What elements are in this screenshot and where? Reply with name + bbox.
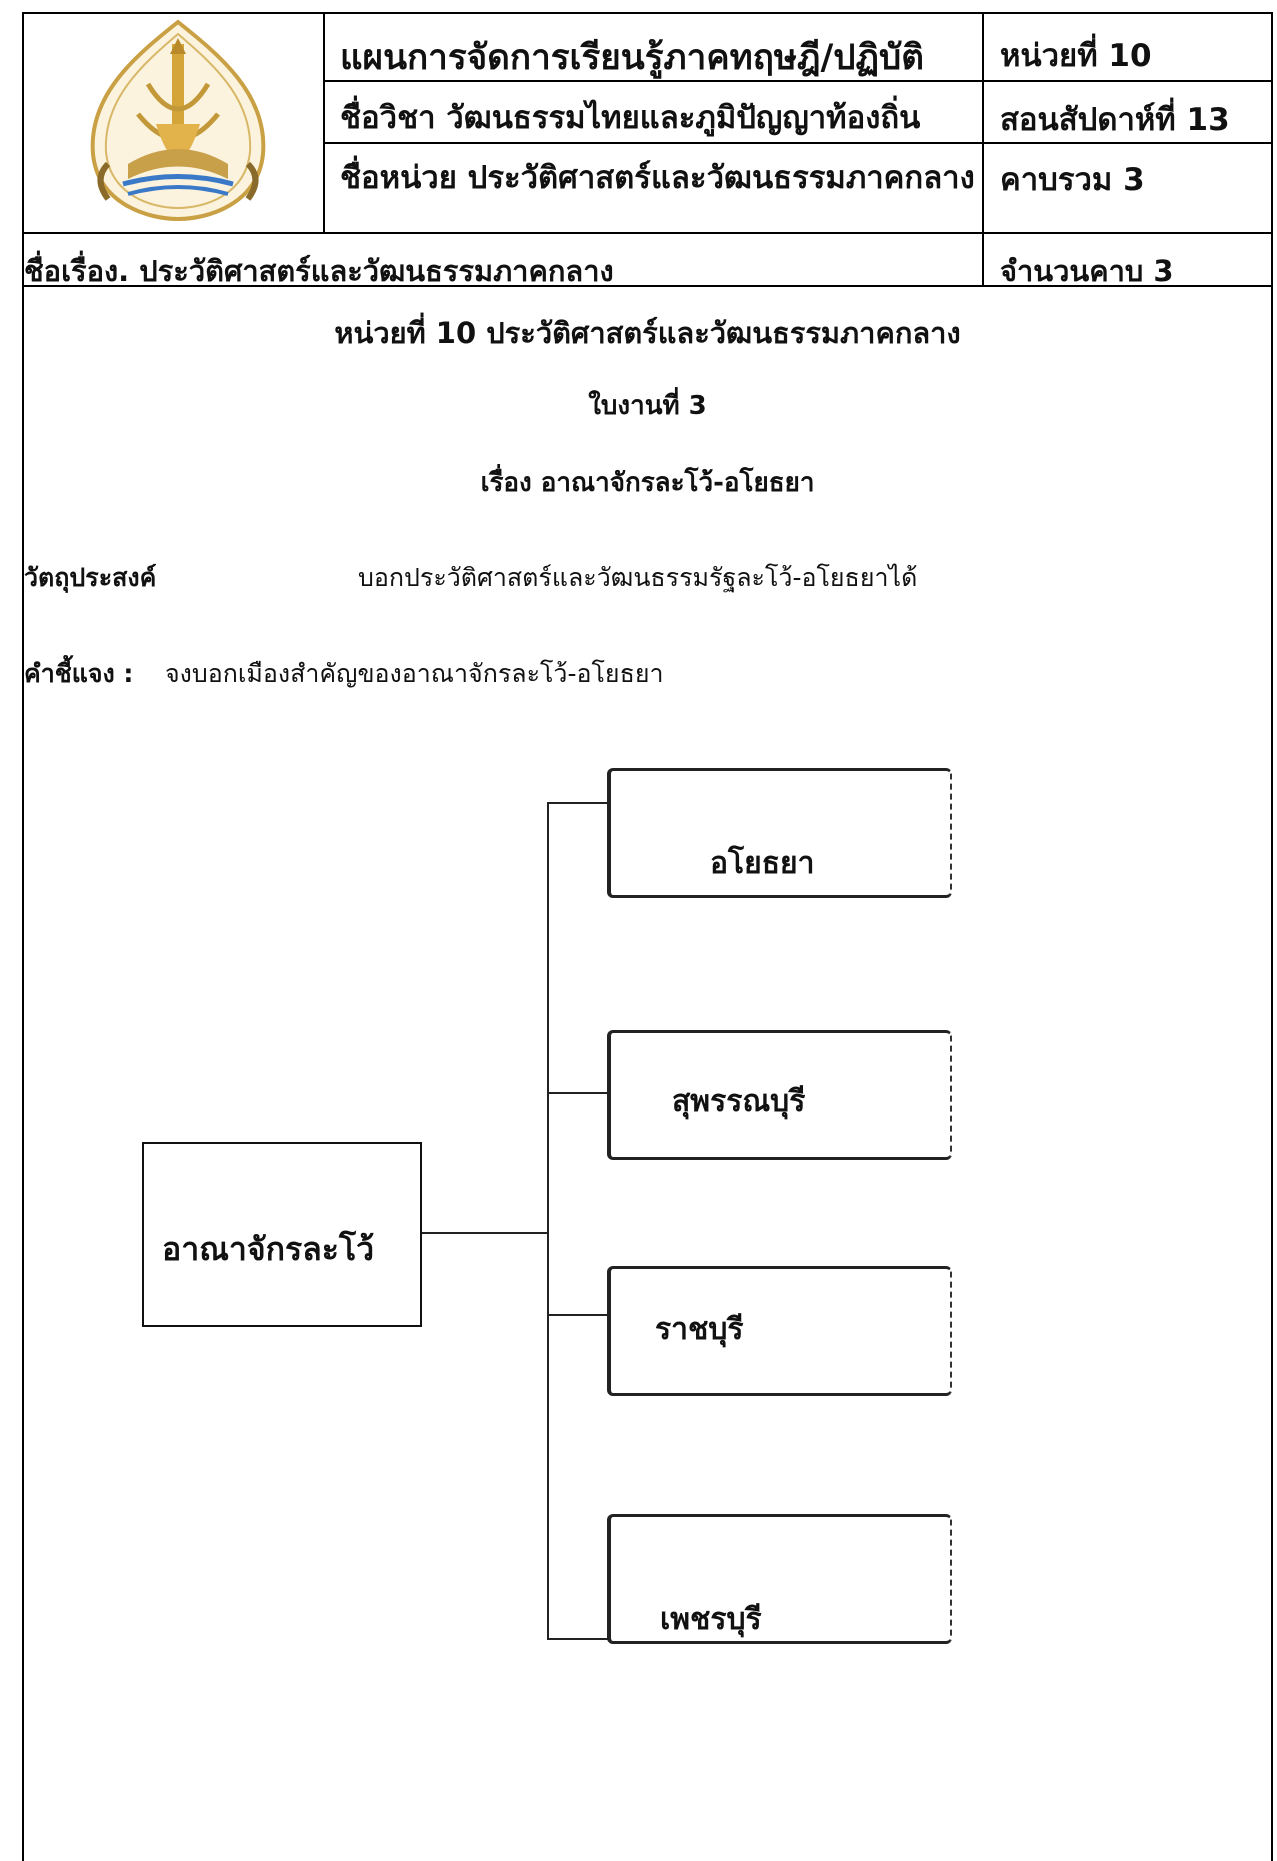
branch-node-4 — [607, 1514, 952, 1644]
unit-name: ชื่อหน่วย ประวัติศาสตร์และวัฒนธรรมภาคกลา… — [340, 160, 975, 196]
branch-connector-2 — [547, 1092, 609, 1094]
unit-number: หน่วยที่ 10 — [1000, 38, 1152, 74]
topic-title: ชื่อเรื่อง. ประวัติศาสตร์และวัฒนธรรมภาคก… — [24, 254, 614, 288]
logo-divider — [323, 12, 325, 233]
objective-label: วัตถุประสงค์ — [24, 563, 157, 592]
branch-node-2-label: สุพรรณบุรี — [672, 1084, 806, 1119]
teaching-week: สอนสัปดาห์ที่ 13 — [1000, 102, 1230, 138]
branch-node-4-label: เพชรบุรี — [660, 1602, 762, 1637]
branch-node-2 — [607, 1030, 952, 1160]
row-divider-2 — [323, 142, 1273, 144]
instruction-label: คำชี้แจง : — [24, 659, 134, 688]
root-connector — [420, 1232, 548, 1234]
period-count: จำนวนคาบ 3 — [1000, 254, 1174, 288]
topic-divider — [22, 285, 1273, 287]
branch-connector-4 — [547, 1638, 609, 1640]
trunk-connector — [547, 802, 549, 1640]
branch-node-1-label: อโยธยา — [710, 846, 815, 881]
branch-node-1 — [607, 768, 952, 898]
branch-connector-1 — [547, 802, 609, 804]
worksheet-number: ใบงานที่ 3 — [588, 391, 707, 421]
total-periods: คาบรวม 3 — [1000, 162, 1145, 198]
unit-heading: หน่วยที่ 10 ประวัติศาสตร์และวัฒนธรรมภาคก… — [334, 316, 961, 350]
university-logo — [78, 14, 278, 226]
instruction-text: จงบอกเมืองสำคัญของอาณาจักรละโว้-อโยธยา — [165, 659, 664, 688]
branch-node-3 — [607, 1266, 952, 1396]
subject-name: ชื่อวิชา วัฒนธรรมไทยและภูมิปัญญาท้องถิ่น — [340, 100, 921, 136]
branch-node-3-label: ราชบุรี — [655, 1312, 744, 1347]
branch-connector-3 — [547, 1314, 609, 1316]
root-node-label: อาณาจักรละโว้ — [162, 1230, 375, 1268]
right-column-divider — [982, 12, 984, 286]
root-node — [142, 1142, 422, 1327]
row-divider-1 — [323, 80, 1273, 82]
document-frame — [22, 12, 1273, 1861]
plan-title: แผนการจัดการเรียนรู้ภาคทฤษฎี/ปฏิบัติ — [340, 38, 924, 78]
objective-text: บอกประวัติศาสตร์และวัฒนธรรมรัฐละโว้-อโยธ… — [358, 563, 918, 592]
header-divider — [22, 232, 1273, 234]
worksheet-subject: เรื่อง อาณาจักรละโว้-อโยธยา — [480, 468, 815, 498]
